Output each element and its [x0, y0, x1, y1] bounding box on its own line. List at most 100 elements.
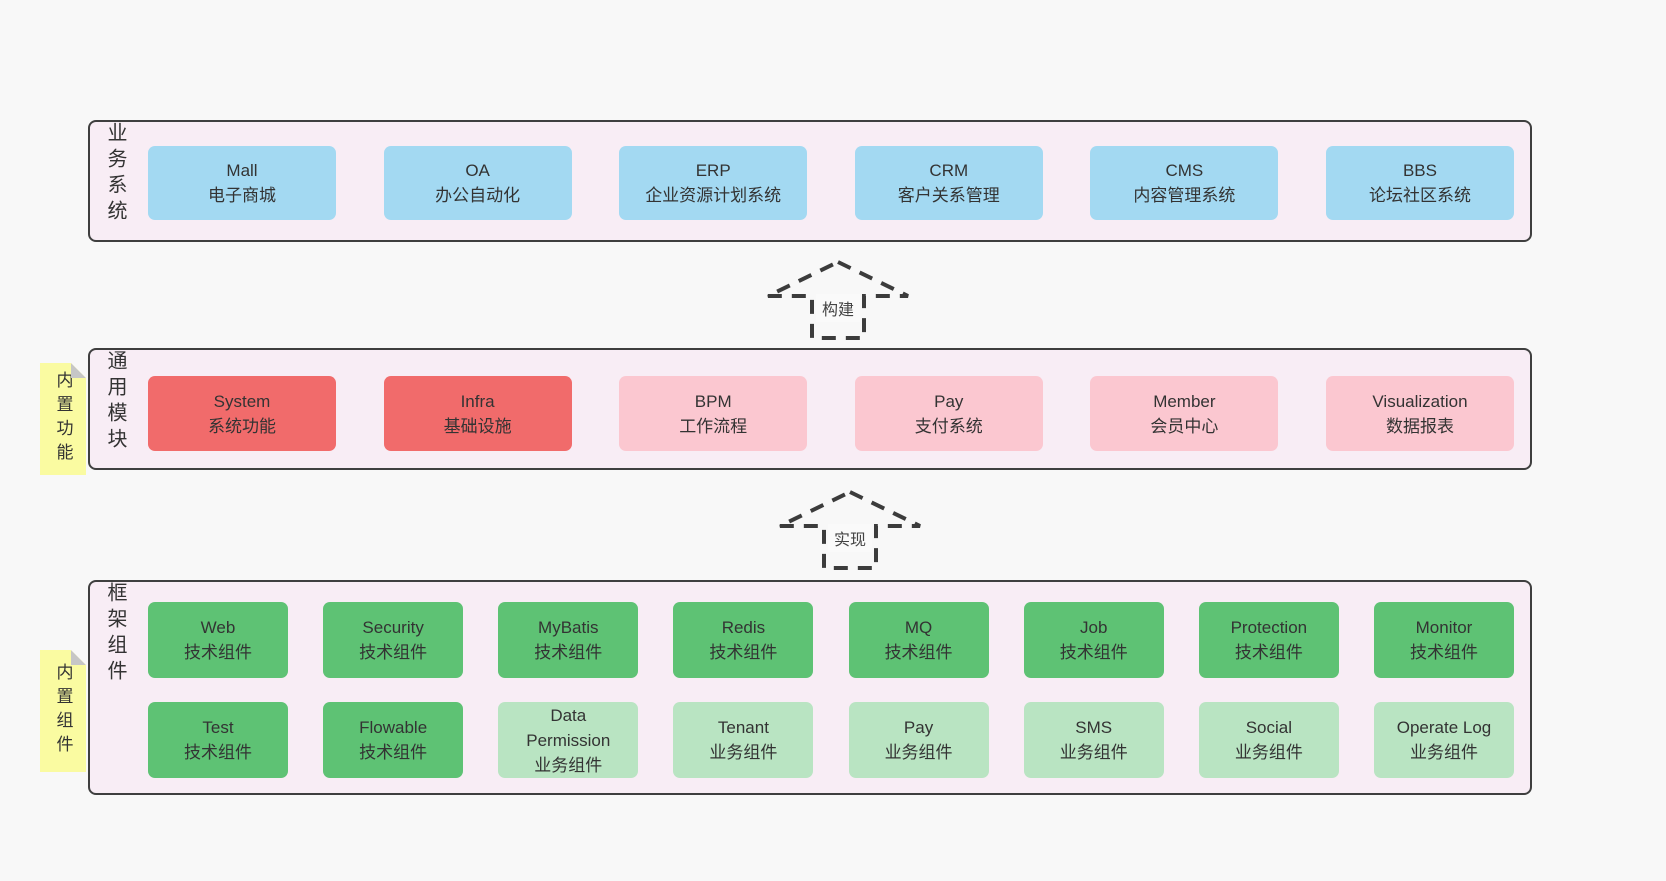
module-box-monitor: Monitor 技术组件	[1373, 602, 1514, 678]
module-box-mybatis: MyBatis 技术组件	[498, 602, 639, 678]
box-title: MQ	[904, 618, 933, 637]
sticky-note-built-in-components: 内置组件	[40, 650, 86, 772]
band-common-modules: 通用模块 System 系统功能 Infra 基础设施 BPM 工作流程 Pay 支付系统 Me…	[88, 348, 1532, 470]
folded-corner-icon	[71, 363, 86, 378]
module-box-mall: Mall 电子商城	[148, 146, 336, 220]
box-title: CMS	[1165, 161, 1204, 180]
box-subtitle: 技术组件	[184, 643, 252, 662]
module-box-infra: Infra 基础设施	[383, 376, 572, 451]
box-title: Member	[1153, 391, 1216, 411]
up-arrow-dashed-icon	[779, 489, 921, 570]
box-subtitle: 业务组件	[884, 743, 953, 762]
box-subtitle: 技术组件	[709, 643, 778, 662]
module-box-web: Web 技术组件	[148, 602, 288, 678]
box-subtitle: 会员中心	[1150, 416, 1219, 436]
box-subtitle: 技术组件	[184, 743, 252, 762]
folded-corner-icon	[71, 650, 86, 665]
box-subtitle: 内容管理系统	[1133, 186, 1236, 205]
module-box-pay: Pay 业务组件	[848, 702, 989, 778]
box-subtitle: 工作流程	[679, 416, 748, 436]
box-title: Web	[200, 618, 236, 637]
module-box-security: Security 技术组件	[323, 602, 464, 678]
arrow-build: 构建	[760, 258, 916, 342]
box-title: Infra	[460, 391, 495, 411]
box-subtitle: 客户关系管理	[897, 186, 1000, 205]
box-title: Pay	[903, 718, 934, 737]
box-subtitle: 系统功能	[208, 416, 276, 436]
box-subtitle: 技术组件	[359, 743, 428, 762]
arrow-label: 构建	[815, 294, 861, 322]
box-title: ERP	[695, 161, 731, 180]
box-title: System	[213, 391, 271, 411]
module-box-test: Test 技术组件	[148, 702, 288, 778]
box-title: Monitor	[1415, 618, 1473, 637]
box-subtitle: 技术组件	[534, 643, 603, 662]
box-title: BPM	[694, 391, 732, 411]
box-title: OA	[465, 161, 490, 180]
box-title: Job	[1079, 618, 1108, 637]
sticky-note-label: 内置组件	[53, 663, 73, 759]
box-row: Mall 电子商城 OA 办公自动化 ERP 企业资源计划系统 CRM 客户关系管理 CMS 内容…	[148, 146, 1514, 220]
box-subtitle: 技术组件	[1409, 643, 1478, 662]
box-subtitle: 基础设施	[443, 416, 512, 436]
box-subtitle: 技术组件	[1059, 643, 1128, 662]
module-box-visualization: Visualization 数据报表	[1325, 376, 1514, 451]
box-subtitle: 技术组件	[359, 643, 428, 662]
box-subtitle: 电子商城	[208, 186, 276, 205]
box-subtitle: 业务组件	[534, 755, 603, 775]
box-subtitle: 企业资源计划系统	[645, 186, 782, 205]
box-title: Redis	[721, 618, 766, 637]
module-box-redis: Redis 技术组件	[673, 602, 814, 678]
band-business-systems: 业务系统 Mall 电子商城 OA 办公自动化 ERP 企业资源计划系统 CRM 客户关系管理…	[88, 120, 1532, 242]
box-row: System 系统功能 Infra 基础设施 BPM 工作流程 Pay 支付系统 Member 会…	[148, 376, 1514, 451]
module-box-data-permission: Data Permission 业务组件	[498, 702, 639, 778]
box-subtitle: 技术组件	[884, 643, 953, 662]
band-side-label: 框架组件	[104, 582, 126, 686]
box-title: Tenant	[717, 718, 769, 737]
module-box-crm: CRM 客户关系管理	[854, 146, 1043, 220]
module-box-pay: Pay 支付系统	[854, 376, 1043, 451]
box-subtitle: 业务组件	[1059, 743, 1128, 762]
box-title: MyBatis	[538, 618, 599, 637]
module-box-job: Job 技术组件	[1023, 602, 1164, 678]
box-title: Data Permission	[526, 705, 611, 750]
band-side-label: 通用模块	[104, 350, 126, 454]
sticky-note-label: 内置功能	[53, 371, 73, 467]
box-subtitle: 支付系统	[914, 416, 983, 436]
box-title: Test	[202, 718, 234, 737]
module-box-flowable: Flowable 技术组件	[323, 702, 464, 778]
sticky-note-built-in-features: 内置功能	[40, 363, 86, 475]
box-subtitle: 办公自动化	[435, 186, 521, 205]
box-title: SMS	[1075, 718, 1113, 737]
module-box-system: System 系统功能	[148, 376, 336, 451]
box-subtitle: 业务组件	[1234, 743, 1303, 762]
module-box-bpm: BPM 工作流程	[619, 376, 808, 451]
box-subtitle: 论坛社区系统	[1368, 186, 1471, 205]
box-subtitle: 数据报表	[1385, 416, 1454, 436]
box-subtitle: 业务组件	[1409, 743, 1478, 762]
module-box-sms: SMS 业务组件	[1023, 702, 1164, 778]
box-title: Pay	[934, 391, 964, 411]
box-subtitle: 技术组件	[1234, 643, 1303, 662]
module-box-mq: MQ 技术组件	[848, 602, 989, 678]
box-title: Visualization	[1372, 391, 1468, 411]
module-box-oa: OA 办公自动化	[383, 146, 572, 220]
module-box-tenant: Tenant 业务组件	[673, 702, 814, 778]
box-title: Social	[1245, 718, 1292, 737]
module-box-member: Member 会员中心	[1090, 376, 1279, 451]
box-title: Mall	[226, 161, 258, 180]
module-box-cms: CMS 内容管理系统	[1090, 146, 1279, 220]
box-subtitle: 业务组件	[709, 743, 778, 762]
band-side-label: 业务系统	[104, 122, 126, 226]
box-title: CRM	[929, 161, 969, 180]
box-title: Flowable	[359, 718, 428, 737]
module-box-social: Social 业务组件	[1198, 702, 1339, 778]
box-title: Security	[362, 618, 424, 637]
module-box-erp: ERP 企业资源计划系统	[619, 146, 808, 220]
